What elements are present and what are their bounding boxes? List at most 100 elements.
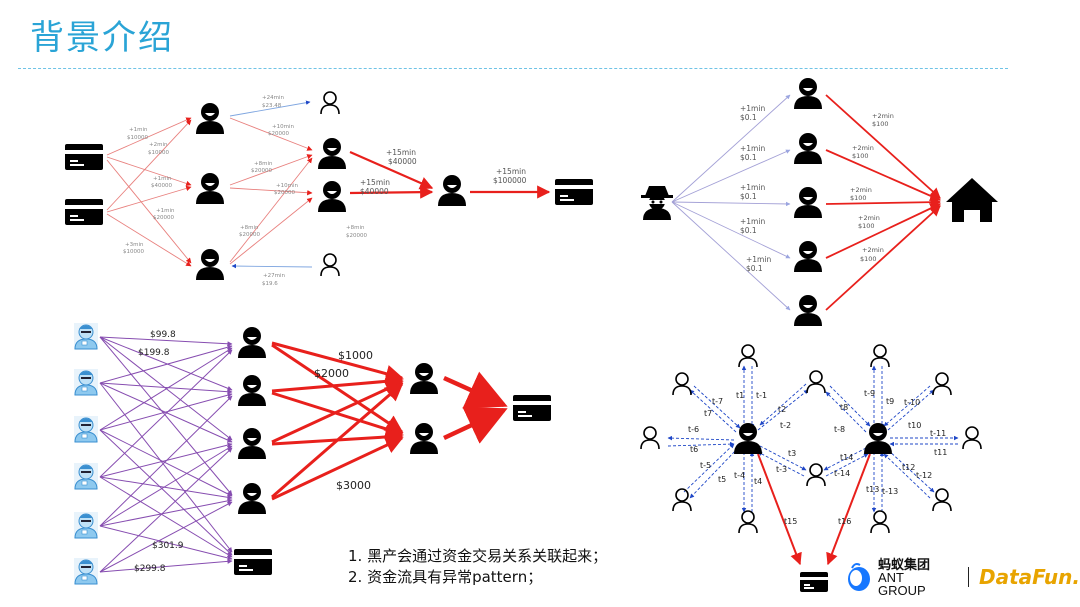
edge-label: +2min [862, 246, 884, 254]
edge-label: +2min [852, 144, 874, 152]
edge-label: $20000 [251, 168, 272, 174]
edge-label: $100 [858, 222, 875, 230]
user-outline-icon [738, 344, 758, 368]
user-icon [794, 133, 822, 164]
diagram2-fan-out-fan-in: +1min $0.1 +1min $0.1 +1min $0.1 +1min $… [641, 78, 998, 326]
user-icon [318, 138, 346, 169]
edge-label: +8min [346, 225, 365, 231]
user-icon [238, 483, 266, 514]
edge-label: $20000 [239, 232, 260, 238]
edge-label: t-9 [864, 389, 875, 398]
home-icon [946, 178, 998, 222]
edge-label: $10000 [148, 150, 169, 156]
edge-label: t-7 [712, 397, 723, 406]
edge-label: $19.6 [262, 281, 278, 287]
edge-label: t-14 [834, 469, 850, 478]
user-icon [438, 175, 466, 206]
edge-label: $0.1 [740, 192, 757, 201]
edge-label: $199.8 [138, 348, 170, 358]
edge-label: t3 [788, 449, 796, 458]
card-icon [555, 179, 593, 205]
edge-label: t-6 [688, 425, 699, 434]
edge-label: $301.9 [152, 541, 184, 551]
edge-label: t-5 [700, 461, 711, 470]
edge-label: $100 [850, 194, 867, 202]
edge-label: +27min [263, 273, 285, 279]
edge-label: +3min [125, 242, 144, 248]
edge-label: $99.8 [150, 330, 176, 340]
edge-label: +24min [262, 95, 284, 101]
edge-label: $100 [860, 255, 877, 263]
user-outline-icon [320, 253, 340, 277]
edge-label: $20000 [346, 233, 367, 239]
datafun-logo: DataFun. [979, 565, 1080, 589]
edge-label: t-12 [916, 471, 932, 480]
user-outline-icon [738, 510, 758, 534]
edge-label: +8min [254, 161, 273, 167]
card-icon [513, 395, 551, 421]
user-avatar-icon [73, 415, 99, 443]
user-icon [794, 187, 822, 218]
ant-group-logo-icon [846, 562, 872, 592]
card-icon [800, 572, 828, 592]
user-outline-icon [870, 510, 890, 534]
user-icon [196, 249, 224, 280]
edge-label: +10min [272, 124, 294, 130]
edge-label: t6 [690, 445, 698, 454]
user-avatar-icon [73, 462, 99, 490]
edge-label: $10000 [127, 135, 148, 141]
card-icon [234, 549, 272, 575]
edge-label: $40000 [360, 187, 389, 196]
edge-label: +1min [156, 208, 175, 214]
edge-label: $10000 [123, 249, 144, 255]
user-outline-icon [932, 488, 952, 512]
edge-label: $299.8 [134, 564, 166, 574]
edge-label: $3000 [336, 479, 371, 492]
edge-label: +15min [496, 167, 526, 176]
edge-label: +15min [360, 178, 390, 187]
user-outline-icon [806, 463, 826, 487]
edge-label: $40000 [388, 157, 417, 166]
user-icon [864, 423, 892, 454]
edge-label: t16 [838, 517, 851, 526]
edge-label: $0.1 [740, 153, 757, 162]
edge-label: t13 [866, 485, 879, 494]
edge-label: $0.1 [746, 264, 763, 273]
ant-group-wordmark: 蚂蚁集团 ANT GROUP [878, 558, 954, 597]
edge-label: $40000 [151, 183, 172, 189]
user-icon [238, 375, 266, 406]
user-outline-icon [672, 488, 692, 512]
ant-group-en: ANT GROUP [878, 569, 926, 598]
user-outline-icon [932, 372, 952, 396]
user-icon [794, 78, 822, 109]
edge-label: t8 [840, 403, 848, 412]
diagram4-temporal-graph: t1 t-1 t2 t-2 t3 t-3 t4 t-4 t5 t-5 t6 t-… [640, 344, 982, 592]
edge-label: +1min [740, 144, 765, 153]
user-outline-icon [962, 426, 982, 450]
user-icon [734, 423, 762, 454]
edge-label: t-3 [776, 465, 787, 474]
edge-label: $2000 [314, 367, 349, 380]
edge-label: $23.48 [262, 103, 282, 109]
edge-label: +1min [740, 217, 765, 226]
edge-label: t-11 [930, 429, 946, 438]
edge-label: t14 [840, 453, 853, 462]
user-icon [196, 173, 224, 204]
edge-label: +15min [386, 148, 416, 157]
edge-label: t9 [886, 397, 894, 406]
user-avatar-icon [73, 511, 99, 539]
logo-bar: 蚂蚁集团 ANT GROUP DataFun. [846, 558, 1080, 597]
edge-label: t7 [704, 409, 712, 418]
edge-label: +2min [872, 112, 894, 120]
card-icon [65, 199, 103, 225]
user-avatar-icon [73, 557, 99, 585]
edge-label: +1min [740, 183, 765, 192]
card-icon [65, 144, 103, 170]
user-icon [318, 181, 346, 212]
edge-label: t-1 [756, 391, 767, 400]
edge-label: $20000 [268, 131, 289, 137]
user-icon [196, 103, 224, 134]
user-icon [410, 363, 438, 394]
user-avatar-icon [73, 368, 99, 396]
edge-label: t5 [718, 475, 726, 484]
